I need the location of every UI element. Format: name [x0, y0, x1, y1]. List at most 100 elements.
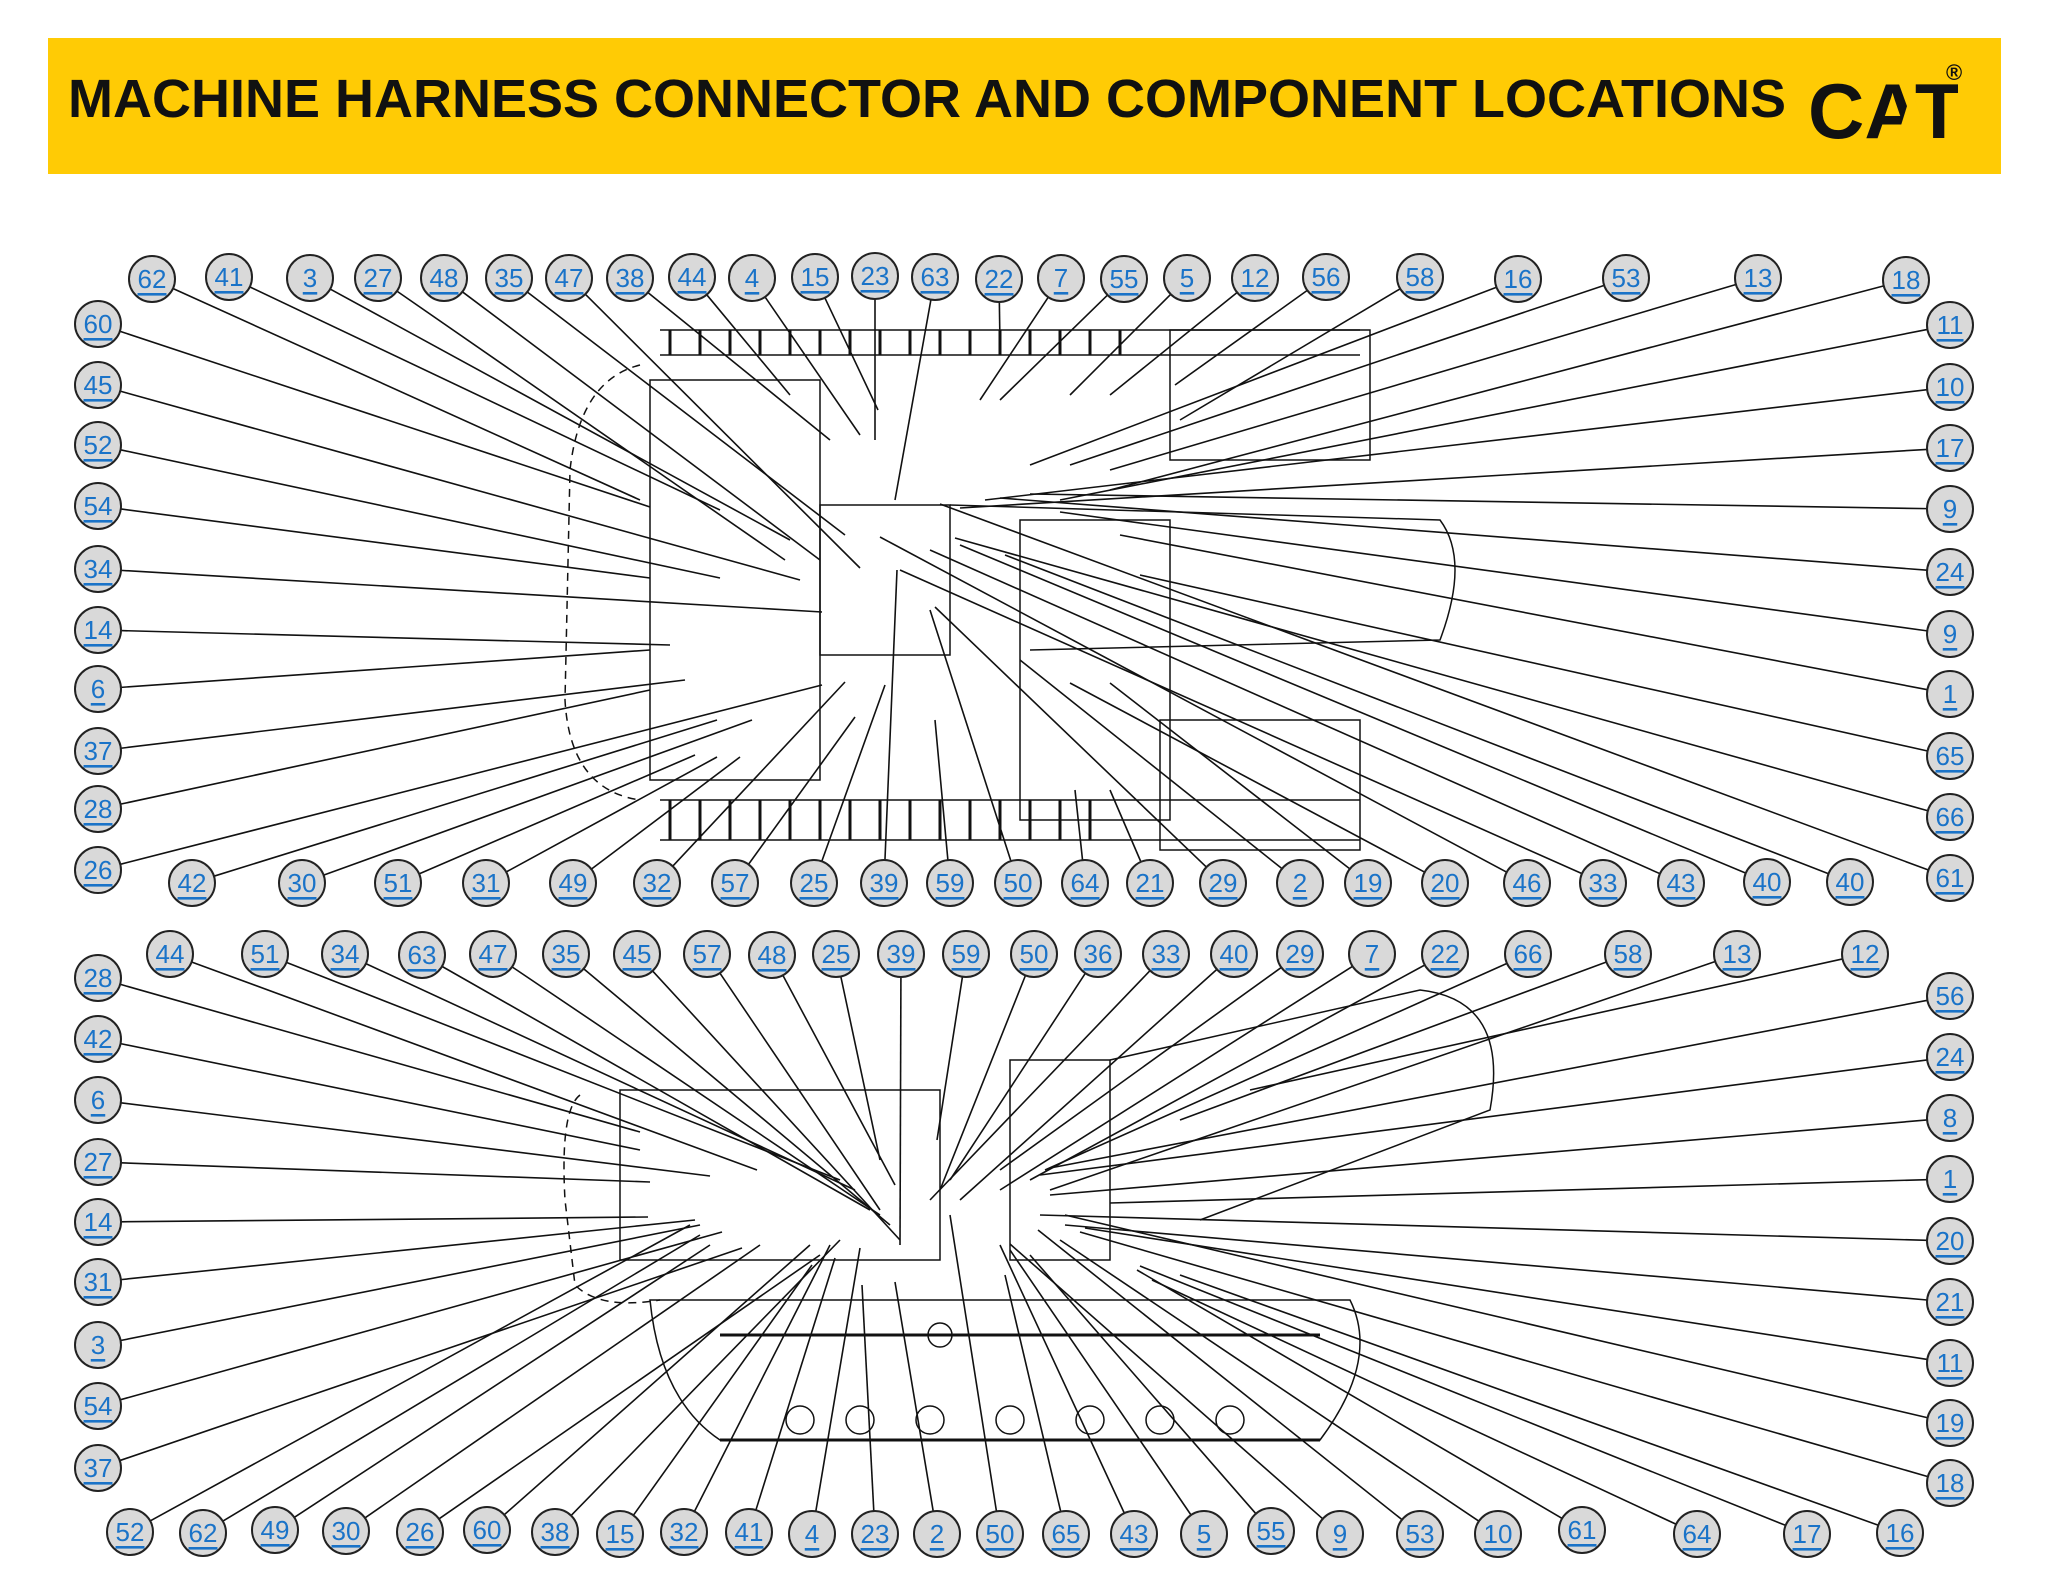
side-view-callout-circle[interactable]: [1396, 1510, 1444, 1558]
side-view-callout-circle[interactable]: [1247, 1507, 1295, 1555]
side-view-callout-link[interactable]: 55: [1257, 1516, 1286, 1546]
side-view-callout-link[interactable]: 25: [822, 939, 851, 969]
top-view-callout-link[interactable]: 11: [1937, 310, 1964, 340]
top-view-callout-9[interactable]: 9: [1926, 610, 1974, 658]
top-view-callout-61[interactable]: 61: [1926, 854, 1974, 902]
side-view-callout-circle[interactable]: [1348, 930, 1396, 978]
side-view-callout-link[interactable]: 36: [1084, 939, 1113, 969]
top-view-callout-link[interactable]: 55: [1110, 264, 1139, 294]
top-view-callout-circle[interactable]: [485, 254, 533, 302]
side-view-callout-circle[interactable]: [1010, 930, 1058, 978]
side-view-callout-link[interactable]: 35: [552, 939, 581, 969]
side-view-callout-60[interactable]: 60: [463, 1506, 511, 1554]
side-view-callout-link[interactable]: 19: [1936, 1408, 1965, 1438]
side-view-callout-link[interactable]: 17: [1793, 1519, 1822, 1549]
side-view-callout-circle[interactable]: [1926, 1278, 1974, 1326]
top-view-callout-link[interactable]: 40: [1836, 867, 1865, 897]
side-view-callout-circle[interactable]: [1558, 1506, 1606, 1554]
top-view-callout-link[interactable]: 9: [1943, 619, 1957, 649]
side-view-callout-circle[interactable]: [725, 1508, 773, 1556]
side-view-callout-40[interactable]: 40: [1210, 930, 1258, 978]
side-view-callout-link[interactable]: 26: [406, 1517, 435, 1547]
top-view-callout-circle[interactable]: [1657, 859, 1705, 907]
top-view-callout-link[interactable]: 23: [861, 261, 890, 291]
top-view-callout-17[interactable]: 17: [1926, 424, 1974, 472]
top-view-callout-link[interactable]: 40: [1753, 867, 1782, 897]
top-view-callout-link[interactable]: 17: [1936, 433, 1965, 463]
top-view-callout-circle[interactable]: [74, 545, 122, 593]
top-view-callout-5[interactable]: 5: [1163, 254, 1211, 302]
side-view-callout-circle[interactable]: [1074, 930, 1122, 978]
top-view-callout-circle[interactable]: [1503, 859, 1551, 907]
side-view-callout-circle[interactable]: [976, 1510, 1024, 1558]
top-view-callout-circle[interactable]: [1926, 610, 1974, 658]
top-view-callout-link[interactable]: 53: [1612, 263, 1641, 293]
top-view-callout-link[interactable]: 3: [303, 263, 317, 293]
side-view-callout-28[interactable]: 28: [74, 954, 122, 1002]
side-view-callout-50[interactable]: 50: [976, 1510, 1024, 1558]
top-view-callout-link[interactable]: 26: [84, 855, 113, 885]
top-view-callout-26[interactable]: 26: [74, 846, 122, 894]
side-view-callout-8[interactable]: 8: [1926, 1094, 1974, 1142]
side-view-callout-link[interactable]: 63: [408, 940, 437, 970]
side-view-callout-link[interactable]: 12: [1851, 939, 1880, 969]
side-view-callout-link[interactable]: 16: [1886, 1518, 1915, 1548]
top-view-callout-circle[interactable]: [1126, 859, 1174, 907]
side-view-callout-circle[interactable]: [1604, 930, 1652, 978]
side-view-callout-circle[interactable]: [1474, 1510, 1522, 1558]
top-view-callout-link[interactable]: 48: [430, 263, 459, 293]
top-view-callout-link[interactable]: 28: [84, 794, 113, 824]
side-view-callout-link[interactable]: 38: [541, 1517, 570, 1547]
top-view-callout-circle[interactable]: [711, 859, 759, 907]
top-view-callout-66[interactable]: 66: [1926, 793, 1974, 841]
side-view-callout-link[interactable]: 31: [84, 1267, 113, 1297]
side-view-callout-circle[interactable]: [1316, 1510, 1364, 1558]
top-view-callout-56[interactable]: 56: [1302, 253, 1350, 301]
side-view-callout-link[interactable]: 20: [1936, 1226, 1965, 1256]
top-view-callout-circle[interactable]: [1037, 254, 1085, 302]
side-view-callout-52[interactable]: 52: [106, 1508, 154, 1556]
side-view-callout-link[interactable]: 52: [116, 1517, 145, 1547]
top-view-callout-link[interactable]: 5: [1180, 263, 1194, 293]
side-view-callout-43[interactable]: 43: [1110, 1510, 1158, 1558]
top-view-callout-circle[interactable]: [74, 727, 122, 775]
top-view-callout-1[interactable]: 1: [1926, 670, 1974, 718]
side-view-callout-circle[interactable]: [74, 1382, 122, 1430]
top-view-callout-link[interactable]: 12: [1241, 263, 1270, 293]
side-view-callout-circle[interactable]: [74, 1076, 122, 1124]
top-view-callout-48[interactable]: 48: [420, 254, 468, 302]
side-view-callout-circle[interactable]: [74, 1258, 122, 1306]
top-view-callout-65[interactable]: 65: [1926, 732, 1974, 780]
top-view-callout-link[interactable]: 35: [495, 263, 524, 293]
top-view-callout-circle[interactable]: [74, 361, 122, 409]
side-view-callout-circle[interactable]: [1926, 972, 1974, 1020]
side-view-callout-63[interactable]: 63: [398, 931, 446, 979]
top-view-callout-circle[interactable]: [74, 785, 122, 833]
top-view-callout-link[interactable]: 63: [921, 262, 950, 292]
side-view-callout-link[interactable]: 13: [1723, 939, 1752, 969]
top-view-callout-link[interactable]: 30: [288, 868, 317, 898]
side-view-callout-link[interactable]: 28: [84, 963, 113, 993]
top-view-callout-47[interactable]: 47: [545, 254, 593, 302]
top-view-callout-circle[interactable]: [128, 255, 176, 303]
side-view-callout-link[interactable]: 49: [261, 1515, 290, 1545]
side-view-callout-link[interactable]: 34: [331, 939, 360, 969]
top-view-callout-circle[interactable]: [1882, 256, 1930, 304]
side-view-callout-link[interactable]: 51: [251, 939, 280, 969]
top-view-callout-59[interactable]: 59: [926, 859, 974, 907]
side-view-callout-circle[interactable]: [251, 1506, 299, 1554]
top-view-callout-link[interactable]: 7: [1054, 263, 1068, 293]
side-view-callout-circle[interactable]: [1276, 930, 1324, 978]
side-view-callout-circle[interactable]: [398, 931, 446, 979]
top-view-callout-52[interactable]: 52: [74, 421, 122, 469]
side-view-callout-link[interactable]: 43: [1120, 1519, 1149, 1549]
top-view-callout-circle[interactable]: [790, 859, 838, 907]
top-view-callout-link[interactable]: 46: [1513, 868, 1542, 898]
side-view-callout-circle[interactable]: [1926, 1094, 1974, 1142]
side-view-callout-19[interactable]: 19: [1926, 1399, 1974, 1447]
top-view-callout-57[interactable]: 57: [711, 859, 759, 907]
side-view-callout-circle[interactable]: [1926, 1033, 1974, 1081]
side-view-callout-circle[interactable]: [74, 1198, 122, 1246]
side-view-callout-link[interactable]: 66: [1514, 939, 1543, 969]
side-view-callout-link[interactable]: 6: [91, 1085, 105, 1115]
